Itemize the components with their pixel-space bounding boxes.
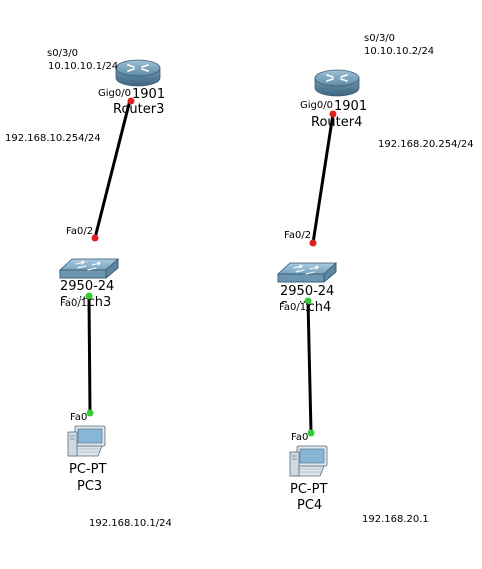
router-serial-ip-label: 10.10.10.2/24 <box>364 46 435 57</box>
pc-icon[interactable] <box>289 445 328 477</box>
switch-uplink-port-label: Fa0/2 <box>284 230 312 241</box>
port-status-dot <box>307 429 315 437</box>
pc-name-label[interactable]: PC4 <box>297 498 323 513</box>
pc-port-label: Fa0 <box>70 412 88 423</box>
pc-model-label: PC-PT <box>290 482 328 497</box>
pc-name-label[interactable]: PC3 <box>77 479 103 494</box>
pc-port-label: Fa0 <box>291 432 309 443</box>
link-router3-switch3 <box>93 99 132 239</box>
switch-icon[interactable] <box>59 258 119 279</box>
router-name-label[interactable]: Router4 <box>311 115 363 130</box>
router-gig-ip-label: 192.168.20.254/24 <box>378 139 474 150</box>
pc-model-label: PC-PT <box>69 462 107 477</box>
router-gig-port-label: Gig0/0 <box>300 100 333 111</box>
router-gig-port-label: Gig0/0 <box>98 88 131 99</box>
switch-model-label: 2950-24 <box>60 279 115 294</box>
port-status-dot <box>127 97 135 105</box>
link-switch4-pc4 <box>306 300 313 433</box>
port-status-dot <box>91 234 99 242</box>
switch-access-port-label: Fa0/1 <box>60 298 88 309</box>
port-status-dot <box>86 409 94 417</box>
pc-ip-label: 192.168.10.1/24 <box>89 518 172 529</box>
switch-access-port-label: Fa0/1 <box>279 302 307 313</box>
link-router4-switch4 <box>311 113 335 244</box>
port-status-dot <box>304 297 312 305</box>
router-serial-port-label: s0/3/0 <box>47 48 79 59</box>
pc-ip-label: 192.168.20.1 <box>362 514 429 525</box>
router-serial-port-label: s0/3/0 <box>364 33 396 44</box>
link-switch3-pc3 <box>87 295 92 413</box>
switch-icon[interactable] <box>277 262 337 283</box>
router-model-label: 1901 <box>132 87 166 102</box>
pc-icon[interactable] <box>67 425 106 457</box>
port-status-dot <box>85 292 93 300</box>
switch-uplink-port-label: Fa0/2 <box>66 226 94 237</box>
router-name-label[interactable]: Router3 <box>113 102 165 117</box>
router-model-label: 1901 <box>334 99 368 114</box>
router-gig-ip-label: 192.168.10.254/24 <box>5 133 101 144</box>
router-icon[interactable] <box>115 59 161 87</box>
switch-model-label: 2950-24 <box>280 284 335 299</box>
router-serial-ip-label: 10.10.10.1/24 <box>48 61 119 72</box>
port-status-dot <box>329 110 337 118</box>
router-icon[interactable] <box>314 69 360 97</box>
port-status-dot <box>309 239 317 247</box>
